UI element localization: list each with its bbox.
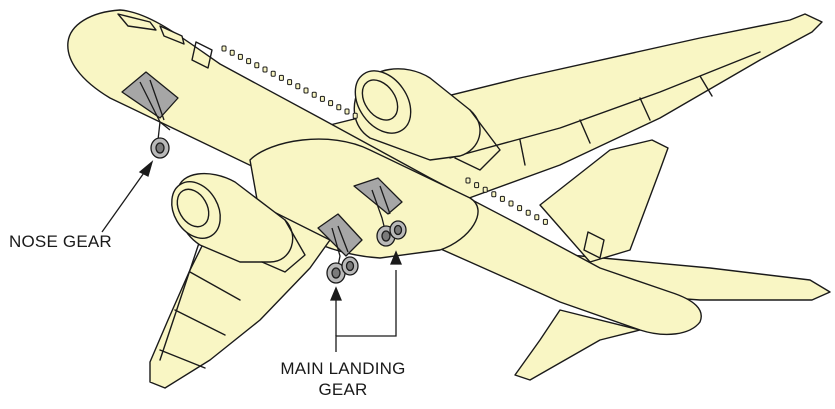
cabin-window <box>534 214 540 221</box>
main-gear-leader <box>335 270 397 352</box>
main-gear-arrowhead-right <box>390 250 402 265</box>
cabin-window <box>319 95 325 102</box>
cabin-window <box>311 91 317 98</box>
left-stabilizer <box>514 309 641 381</box>
nose-gear-arrowhead <box>138 160 154 177</box>
right-main-gear <box>353 177 407 247</box>
main-landing-gear-label-line1: MAIN LANDING <box>280 359 406 378</box>
main-landing-gear-label-line2: GEAR <box>318 380 368 399</box>
cabin-window <box>344 108 350 115</box>
cabin-window <box>474 182 480 189</box>
left-main-gear <box>317 213 363 284</box>
right-engine <box>353 68 501 171</box>
cabin-window <box>303 87 309 94</box>
left-wing-flap-lines <box>159 239 241 369</box>
cabin-window <box>287 79 293 86</box>
forward-door <box>191 41 213 69</box>
cabin-window <box>229 49 235 56</box>
cabin-window <box>336 104 342 111</box>
cabin-window <box>262 66 268 73</box>
cabin-window <box>352 112 358 119</box>
cabin-window <box>270 70 276 77</box>
cabin-window <box>499 195 505 202</box>
left-engine <box>171 172 306 273</box>
nose-gear <box>121 71 179 159</box>
cabin-window <box>246 58 252 65</box>
cabin-window <box>525 209 531 216</box>
cabin-window <box>278 74 284 81</box>
cabin-window <box>542 218 548 225</box>
cabin-window <box>465 177 471 184</box>
right-wing-flap-lines <box>449 51 761 166</box>
cabin-window <box>295 83 301 90</box>
aft-door <box>583 231 605 259</box>
cockpit-windows <box>117 13 185 45</box>
nose-gear-door <box>121 71 179 119</box>
cabin-window <box>328 100 334 107</box>
nose-gear-label: NOSE GEAR <box>9 232 112 251</box>
cabin-windows: /* placeholder for window generation (po… <box>221 45 548 225</box>
vertical-tail <box>539 139 669 263</box>
cabin-window <box>254 62 260 69</box>
main-gear-arrowhead-left <box>330 286 342 301</box>
cabin-window <box>237 53 243 60</box>
cabin-window <box>517 205 523 212</box>
cabin-window <box>491 191 497 198</box>
callout-leaders <box>101 160 402 352</box>
cabin-window <box>508 200 514 207</box>
cabin-window <box>221 45 227 52</box>
nose-gear-leader <box>101 169 147 233</box>
cabin-window <box>482 186 488 193</box>
